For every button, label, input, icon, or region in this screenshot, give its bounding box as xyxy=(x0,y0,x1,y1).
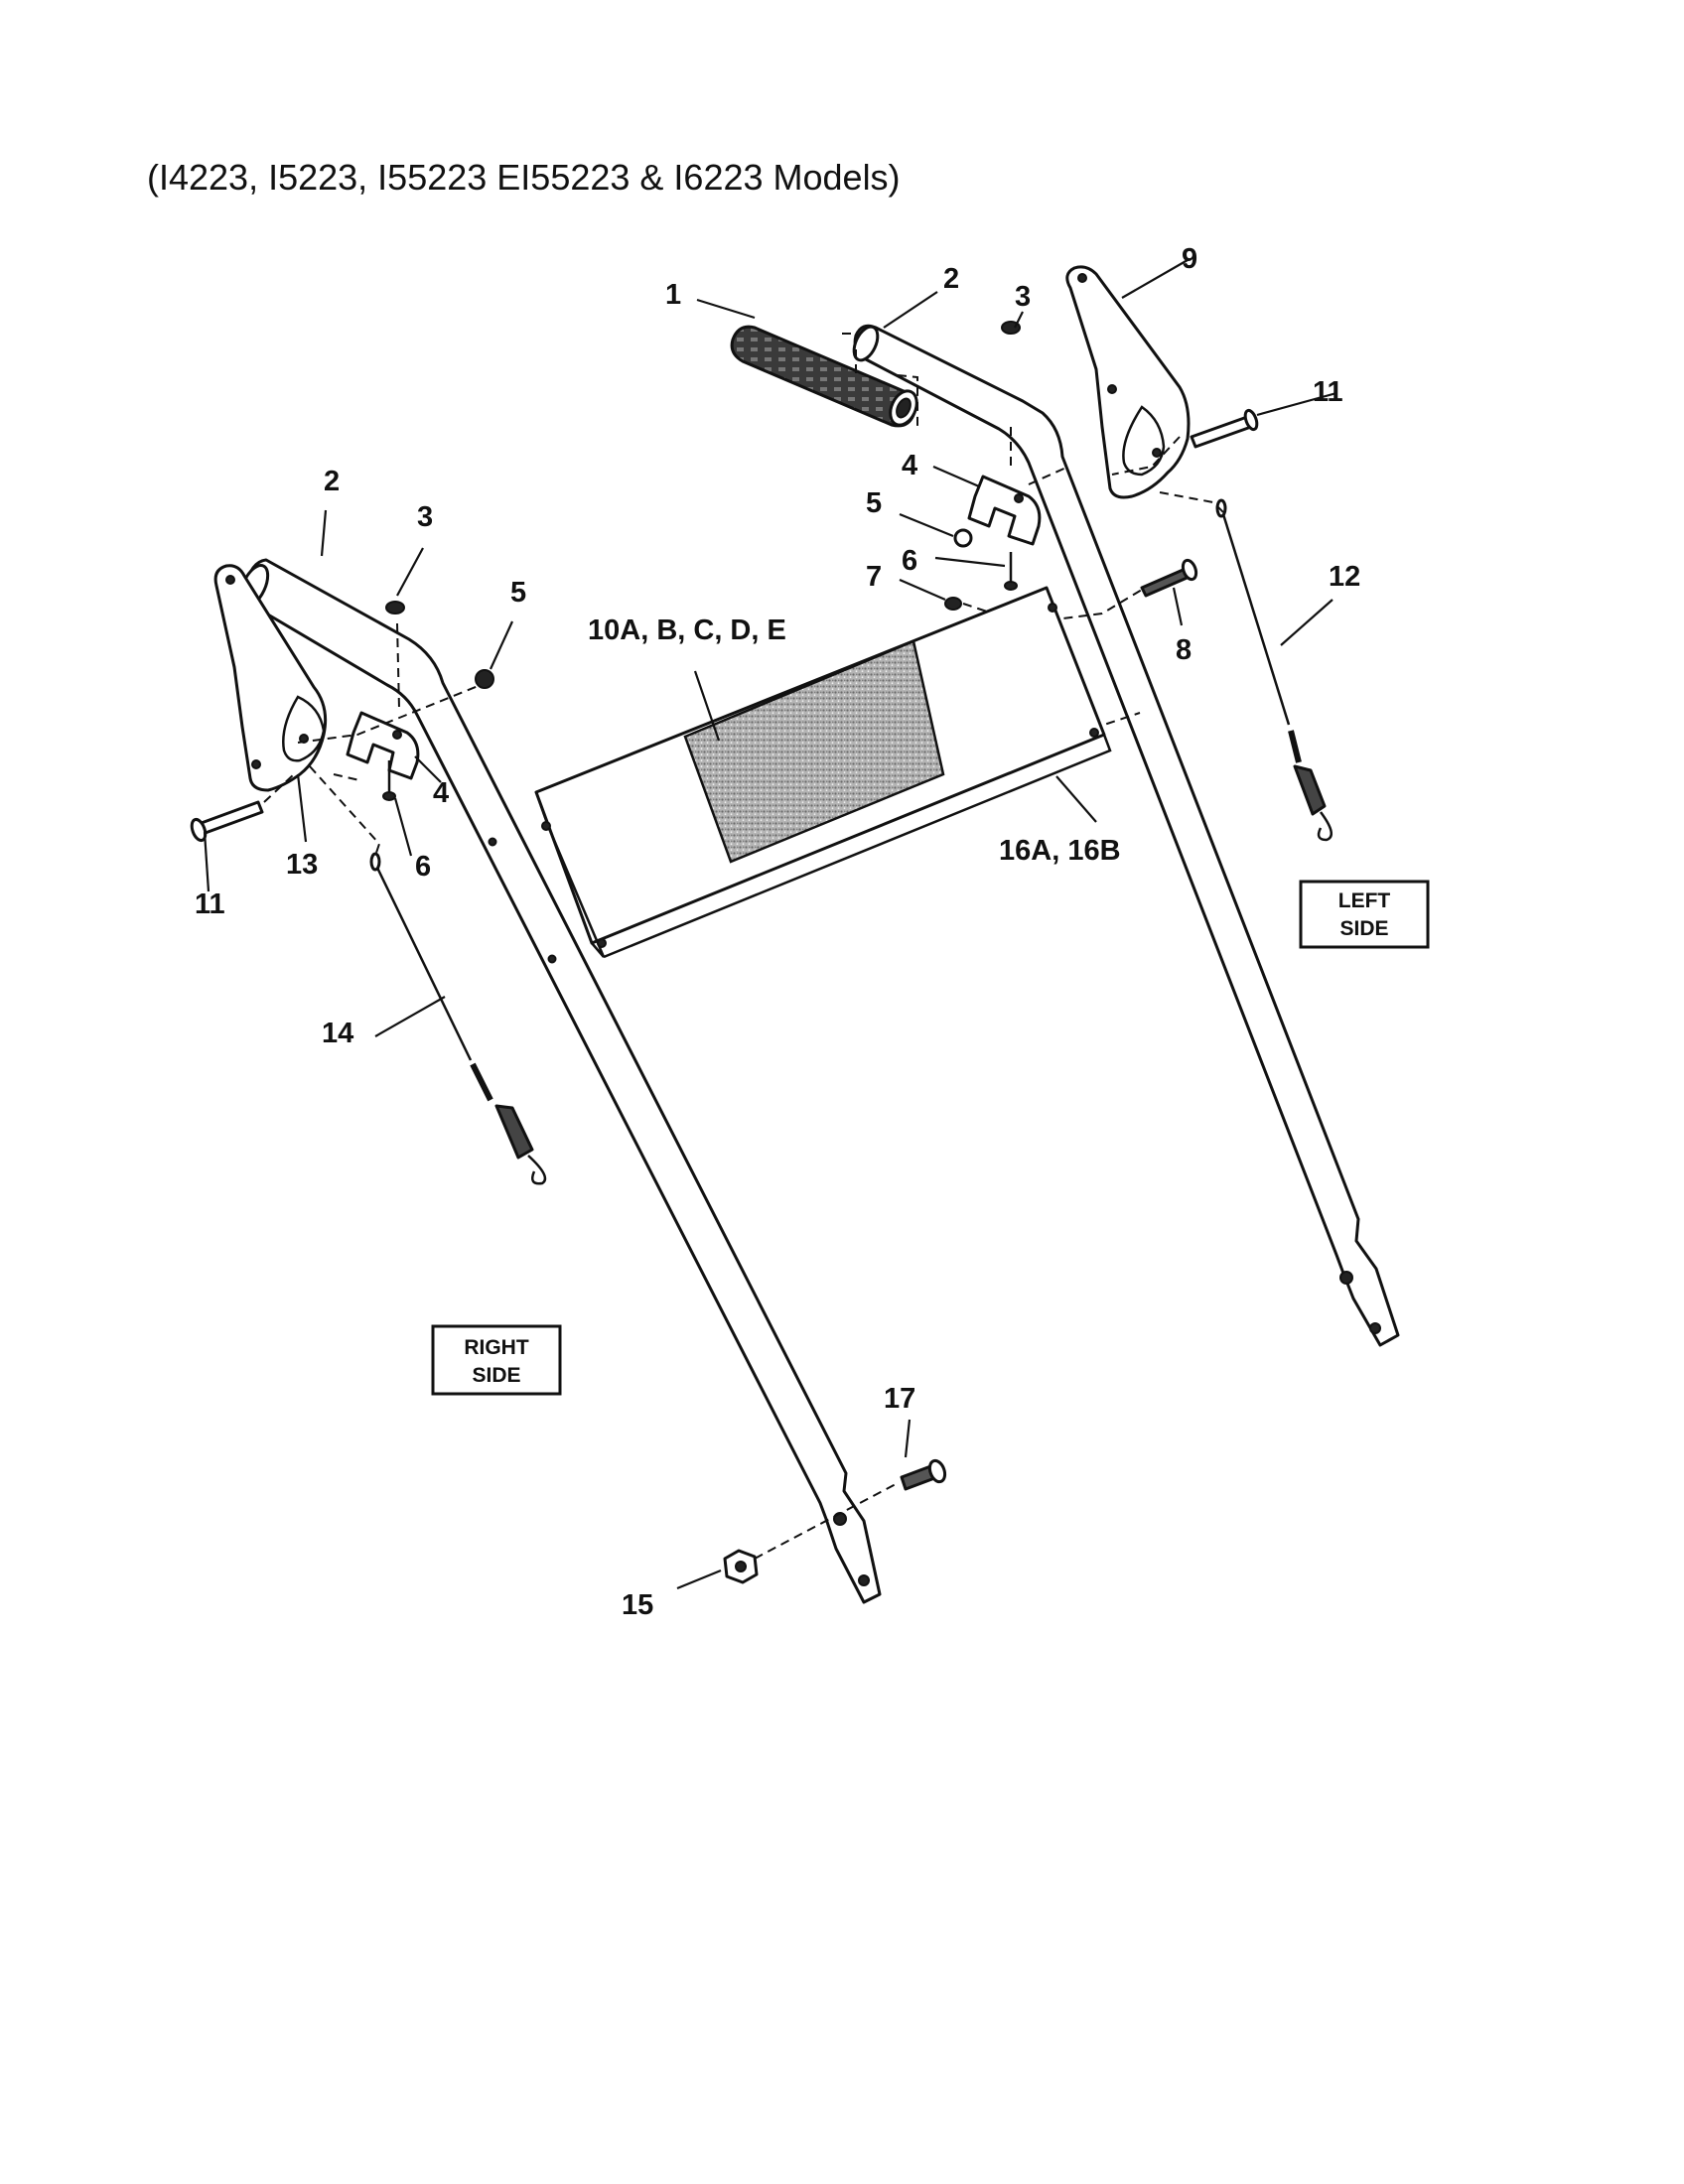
assembly-line xyxy=(309,765,381,857)
callout-6: 6 xyxy=(902,545,917,577)
assembly-line xyxy=(1028,466,1069,485)
leader-lines xyxy=(203,259,1337,1590)
right-side-label-2: SIDE xyxy=(472,1364,520,1387)
callout-3: 3 xyxy=(417,501,433,533)
assembly-line xyxy=(333,773,360,781)
diagram-title: (I4223, I5223, I55223 EI55223 & I6223 Mo… xyxy=(147,157,901,198)
assembly-line xyxy=(263,773,295,803)
callout-15: 15 xyxy=(622,1589,653,1621)
handle-hole xyxy=(1369,1322,1381,1334)
lock-nut xyxy=(475,669,494,689)
callout-4: 4 xyxy=(902,450,917,481)
pivot-pin-right xyxy=(190,800,264,843)
flat-washer xyxy=(944,597,962,611)
callout-6: 6 xyxy=(415,851,431,883)
callout-8: 8 xyxy=(1176,634,1192,666)
control-panel-edge xyxy=(534,791,606,958)
cable-bracket-left xyxy=(967,475,1042,546)
callout-2: 2 xyxy=(943,263,959,295)
left-side-label-2: SIDE xyxy=(1339,917,1388,940)
right-side-label-1: RIGHT xyxy=(464,1336,529,1359)
callout-5: 5 xyxy=(510,577,526,609)
handle-hole xyxy=(1339,1271,1353,1285)
callout-11: 11 xyxy=(1313,376,1343,408)
control-cable-right xyxy=(369,852,547,1185)
callout-2: 2 xyxy=(324,466,340,497)
callout-3: 3 xyxy=(1015,281,1031,313)
right-side-box: RIGHT SIDE xyxy=(431,1324,562,1396)
carriage-bolt xyxy=(382,760,396,801)
hand-grip xyxy=(730,325,918,428)
callout-12: 12 xyxy=(1329,561,1360,593)
callout-17: 17 xyxy=(884,1383,915,1415)
assembly-line xyxy=(754,1482,899,1560)
handle-bolt-bottom xyxy=(900,1458,947,1491)
callout-16: 16A, 16B xyxy=(999,835,1121,867)
left-handle-tube xyxy=(853,324,1400,1347)
left-side-box: LEFT SIDE xyxy=(1299,880,1430,949)
washer-top-right xyxy=(385,601,405,614)
callout-7: 7 xyxy=(866,561,882,593)
control-cable-left xyxy=(1215,498,1333,842)
pivot-pin-left xyxy=(1190,408,1259,449)
control-lever-left xyxy=(1065,265,1191,499)
assembly-line xyxy=(297,684,482,744)
assembly-line xyxy=(1111,436,1181,476)
callout-5: 5 xyxy=(866,487,882,519)
panel-bottom-edge xyxy=(603,734,1112,959)
lock-nut xyxy=(953,528,973,548)
hex-nut-bottom xyxy=(723,1549,759,1584)
assembly-line xyxy=(1159,491,1224,513)
lever-inner xyxy=(1122,405,1166,477)
callout-11: 11 xyxy=(195,888,225,920)
left-side-label-1: LEFT xyxy=(1338,889,1391,912)
callout-4: 4 xyxy=(433,777,449,809)
callout-10: 10A, B, C, D, E xyxy=(588,614,786,646)
callout-9: 9 xyxy=(1182,243,1197,275)
decal xyxy=(683,639,945,864)
callout-14: 14 xyxy=(322,1018,353,1049)
hex-bolt xyxy=(1140,558,1198,598)
carriage-bolt xyxy=(1004,552,1018,591)
cable-bracket-right xyxy=(346,711,420,780)
callout-1: 1 xyxy=(665,279,681,311)
callout-13: 13 xyxy=(286,849,318,881)
